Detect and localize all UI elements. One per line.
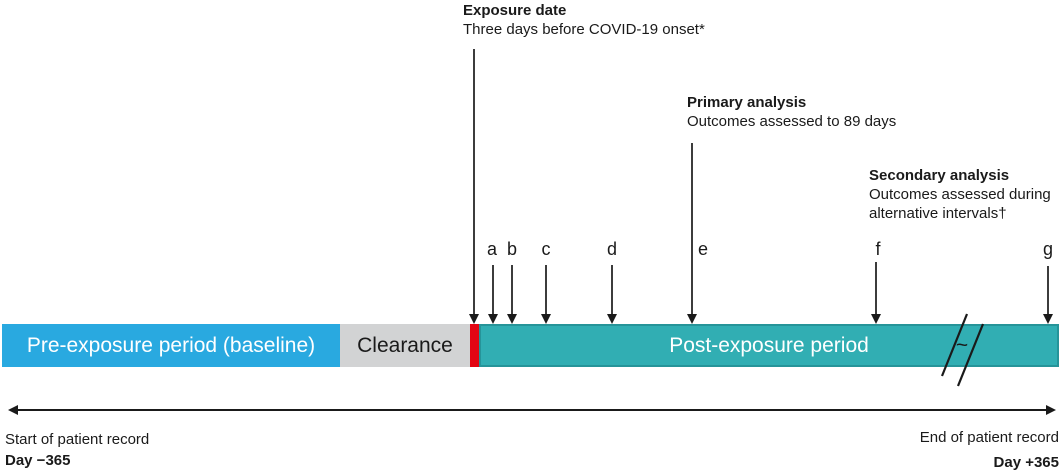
exposure-date-subtitle: Three days before COVID-19 onset*	[463, 21, 705, 38]
exposure-date-annotation: Exposure date Three days before COVID-19…	[463, 1, 705, 39]
marker-label-g: g	[1042, 239, 1054, 259]
record-end-day: Day +365	[993, 454, 1059, 471]
primary-analysis-subtitle: Outcomes assessed to 89 days	[687, 113, 897, 130]
post-exposure-label: Post-exposure period	[669, 333, 869, 357]
pre-exposure-label: Pre-exposure period (baseline)	[26, 333, 316, 357]
primary-analysis-annotation: Primary analysis Outcomes assessed to 89…	[687, 93, 896, 131]
record-start-label: Start of patient record	[5, 431, 150, 448]
timeline-bar: Pre-exposure period (baseline) Clearance…	[0, 324, 1064, 367]
record-end-block: End of patient record Day +365	[920, 425, 1059, 475]
marker-label-b: b	[506, 239, 518, 259]
record-start-day: Day −365	[5, 452, 71, 469]
record-start-block: Start of patient record Day −365	[5, 429, 149, 471]
secondary-analysis-title: Secondary analysis	[869, 167, 1010, 184]
marker-label-a: a	[486, 239, 498, 259]
clearance-segment: Clearance	[340, 324, 470, 367]
primary-analysis-title: Primary analysis	[687, 94, 807, 111]
secondary-analysis-subtitle-line2: alternative intervals†	[869, 205, 1007, 222]
clearance-label: Clearance	[357, 333, 453, 357]
marker-label-d: d	[606, 239, 618, 259]
exposure-date-strip	[470, 324, 479, 367]
marker-label-e: e	[697, 239, 709, 259]
marker-label-f: f	[875, 239, 881, 259]
post-exposure-segment: Post-exposure period	[479, 324, 1059, 367]
marker-label-c: c	[541, 239, 551, 259]
secondary-analysis-subtitle-line1: Outcomes assessed during	[869, 186, 1051, 203]
pre-exposure-segment: Pre-exposure period (baseline)	[2, 324, 340, 367]
record-end-label: End of patient record	[919, 429, 1059, 446]
exposure-date-title: Exposure date	[463, 2, 567, 19]
secondary-analysis-annotation: Secondary analysis Outcomes assessed dur…	[869, 166, 1051, 223]
